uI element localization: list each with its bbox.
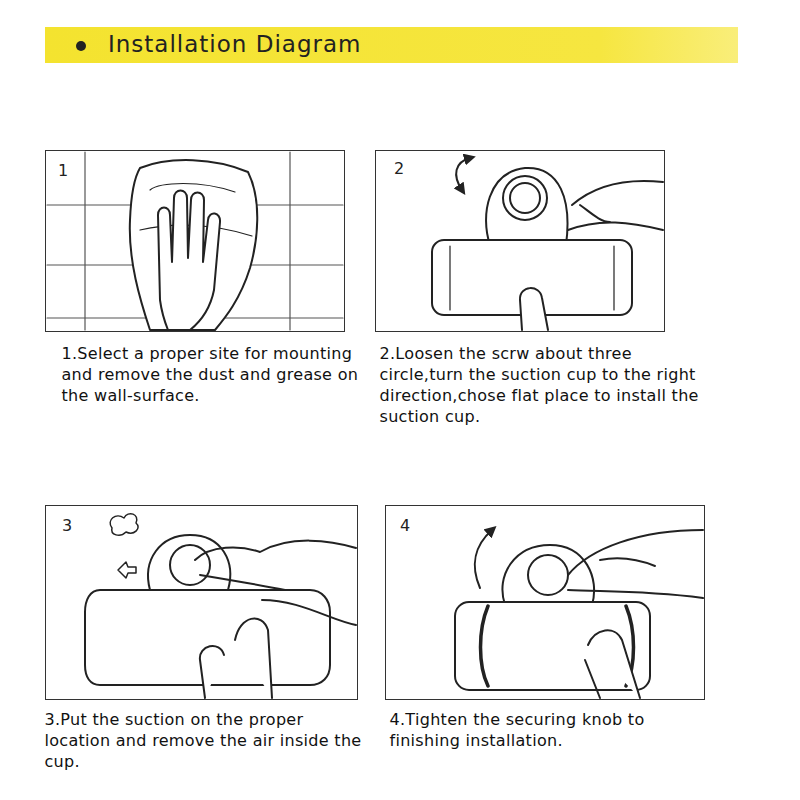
step-caption: 1.Select a proper site for mounting and … <box>62 343 362 406</box>
tile-line <box>289 152 290 330</box>
cloth <box>130 160 257 330</box>
thumb <box>520 288 548 330</box>
air-puff <box>118 562 136 578</box>
hand-with-cloth <box>130 160 257 330</box>
step-number: 4 <box>400 518 410 534</box>
fingers <box>200 619 272 698</box>
step-panel: 22.Loosen the scrw about three circle,tu… <box>375 150 665 332</box>
step-number: 1 <box>58 163 68 179</box>
step-panel: 33.Put the suction on the proper locatio… <box>45 505 358 700</box>
step-panel: 44.Tighten the securing knob to finishin… <box>385 505 705 700</box>
mount-body <box>148 535 230 590</box>
suction-knob-inner <box>510 183 540 213</box>
hand <box>158 191 220 331</box>
hand <box>568 530 703 598</box>
hand <box>568 181 663 230</box>
step-caption: 3.Put the suction on the proper location… <box>45 709 375 772</box>
bullet-dot <box>76 41 86 51</box>
mount-body <box>502 545 594 605</box>
wall-tiles <box>47 152 343 330</box>
suction-knob <box>528 555 568 595</box>
rotate-arrow <box>456 158 470 190</box>
tile-line <box>84 152 85 330</box>
holder-loosen <box>432 158 663 330</box>
step-number: 3 <box>62 518 72 534</box>
step-caption: 4.Tighten the securing knob to finishing… <box>390 709 720 751</box>
holder-press <box>85 514 356 698</box>
title-text: Installation Diagram <box>108 31 361 57</box>
step-panel: 11.Select a proper site for mounting and… <box>45 150 345 332</box>
step-number: 2 <box>394 161 404 177</box>
suction-knob <box>503 176 547 220</box>
fingers <box>585 630 640 698</box>
suction-knob <box>170 545 210 585</box>
tighten-arrow <box>475 530 492 588</box>
title-bullet <box>71 27 91 63</box>
mount-body <box>486 168 567 245</box>
air-puff <box>110 514 138 536</box>
holder-tighten <box>455 530 703 698</box>
step-caption: 2.Loosen the scrw about three circle,tur… <box>380 343 710 427</box>
hand <box>195 541 356 625</box>
title-band: Installation Diagram <box>45 27 738 63</box>
